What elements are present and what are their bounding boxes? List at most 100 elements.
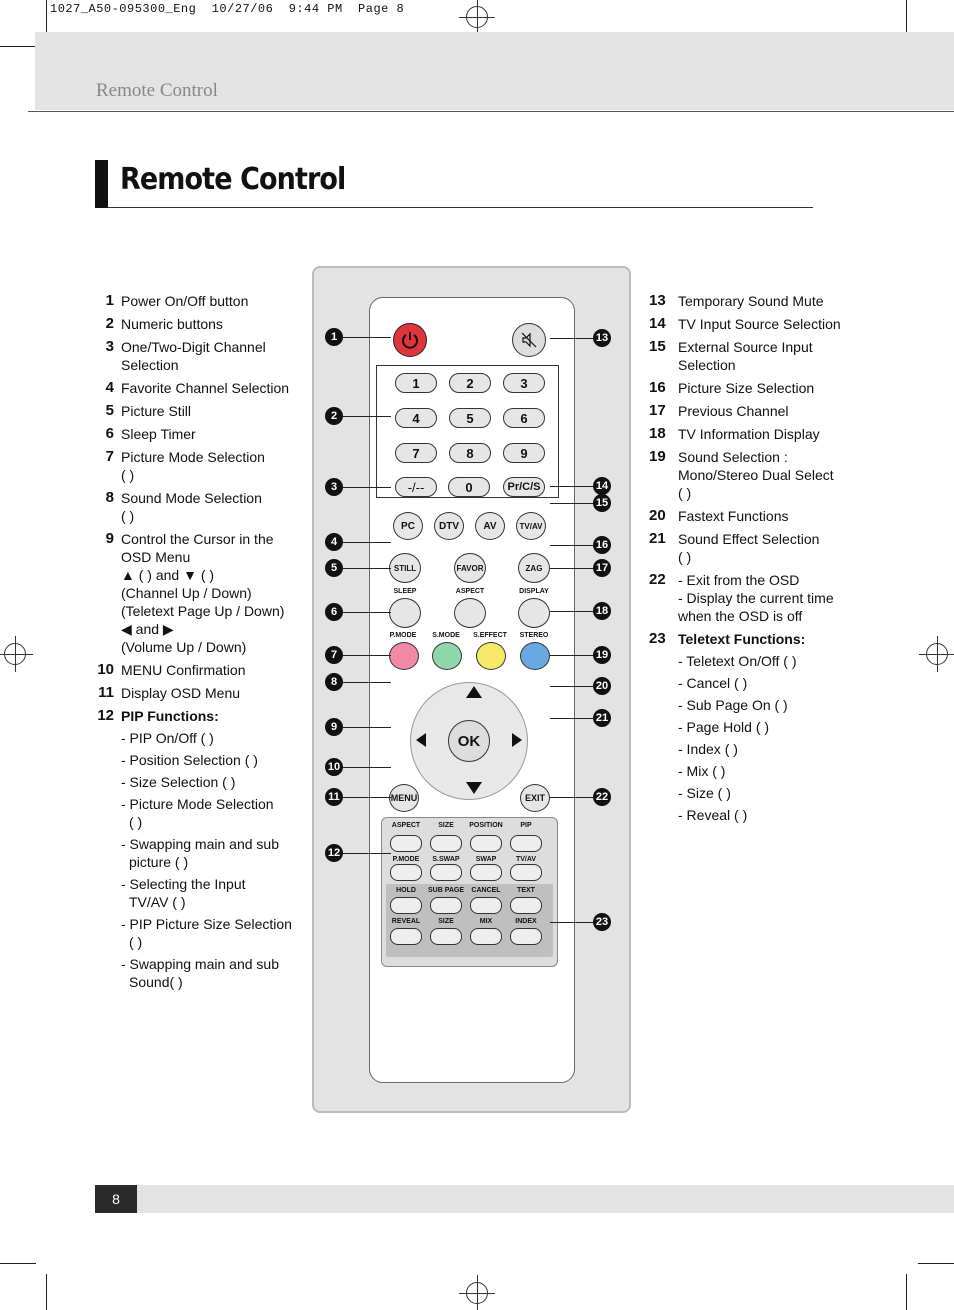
item-line: - Exit from the OSD (678, 572, 800, 588)
callout-leader (343, 487, 391, 488)
button-label: ASPECT (455, 588, 485, 595)
callout-leader (343, 337, 391, 338)
item-text: Power On/Off button (121, 292, 295, 310)
item-line: Selection (678, 357, 736, 373)
button-label: SLEEP (393, 588, 417, 595)
callout-leader (550, 503, 593, 504)
button-label: P.MODE (389, 632, 417, 639)
callout-marker: 8 (325, 673, 343, 691)
panel-button (510, 928, 542, 945)
callout-marker: 10 (325, 758, 343, 776)
panel-button-label: SIZE (438, 822, 454, 829)
dpad-up-arrow-icon (466, 686, 482, 698)
panel-button-label: PIP (520, 822, 532, 829)
pip-sub-line: TV/AV ( ) (129, 894, 186, 910)
registration-mark-icon (919, 636, 954, 672)
still-button: STILL (389, 553, 421, 583)
title-accent-bar (95, 160, 108, 208)
teletext-sub-item: - Page Hold ( ) (678, 719, 770, 735)
pip-sub-item: - Position Selection ( ) (121, 751, 295, 769)
crop-mark (906, 1274, 907, 1310)
pip-sub-item: - PIP On/Off ( ) (121, 729, 295, 747)
item-line: ( ) (121, 508, 135, 524)
item-line: Sound Mode Selection (121, 490, 262, 506)
callout-marker: 4 (325, 533, 343, 551)
callout-leader (550, 611, 593, 612)
callout-marker: 17 (593, 559, 611, 577)
item-line: ( ) (678, 549, 692, 565)
mode-button (389, 642, 419, 670)
panel-button-label: ASPECT (391, 822, 421, 829)
panel-button-label: HOLD (396, 887, 416, 894)
item-line: Mono/Stereo Dual Select (678, 467, 834, 483)
sleep-row-button (389, 598, 421, 628)
item-number: 20 (649, 507, 666, 524)
panel-button (510, 897, 542, 914)
item-line: ( ) (121, 467, 135, 483)
callout-leader (550, 797, 593, 798)
callout-leader (343, 416, 391, 417)
registration-mark-icon (459, 0, 495, 35)
item-line: when the OSD is off (678, 608, 803, 624)
panel-button (510, 835, 542, 852)
item-line: PIP Functions: (121, 708, 219, 724)
running-head: Remote Control (96, 80, 218, 101)
callout-marker: 1 (325, 328, 343, 346)
panel-button-label: P.MODE (392, 856, 420, 863)
pip-sub-line: - Selecting the Input (121, 876, 246, 892)
callout-leader (343, 542, 391, 543)
registration-mark-icon (459, 1275, 495, 1310)
digit-button-1: 1 (395, 373, 437, 393)
item-number: 14 (649, 315, 666, 332)
exit-button: EXIT (520, 784, 550, 812)
menu-button: MENU (389, 784, 419, 812)
numeric-keypad-outline (376, 365, 559, 498)
digit-button-5: 5 (449, 408, 491, 428)
panel-button (470, 897, 502, 914)
item-number: 23 (649, 630, 666, 647)
item-line: MENU Confirmation (121, 662, 246, 678)
item-number: 21 (649, 530, 666, 547)
item-line: Picture Size Selection (678, 380, 815, 396)
source-button: AV (475, 512, 505, 540)
item-number: 22 (649, 571, 666, 588)
panel-button (470, 835, 502, 852)
dpad-right-arrow-icon (512, 733, 522, 747)
item-line: Sleep Timer (121, 426, 196, 442)
digit-button-8: 8 (449, 443, 491, 463)
button-label: STEREO (519, 632, 549, 639)
item-text: Previous Channel (678, 402, 849, 420)
callout-leader (550, 922, 593, 923)
crop-mark (46, 1274, 47, 1310)
favor-button: FAVOR (454, 553, 486, 583)
item-line: Favorite Channel Selection (121, 380, 290, 396)
pip-sub-item: - Picture Mode Selection( ) (121, 795, 295, 831)
header-divider (28, 111, 954, 112)
item-text: Picture Still (121, 402, 295, 420)
title-underline (108, 207, 813, 208)
callout-marker: 11 (325, 788, 343, 806)
item-line: Picture Still (121, 403, 192, 419)
mode-button (432, 642, 462, 670)
source-button: DTV (434, 512, 464, 540)
button-label: DISPLAY (519, 588, 549, 595)
pip-sub-item: - PIP Picture Size Selection( ) (121, 915, 295, 951)
pip-sub-item: - Size Selection ( ) (121, 773, 295, 791)
teletext-sub-item: - Mix ( ) (678, 763, 726, 779)
crop-mark (46, 0, 47, 36)
footer-band (95, 1185, 954, 1213)
digit-button-0: 0 (448, 477, 490, 497)
callout-marker: 7 (325, 646, 343, 664)
teletext-sub-item: - Index ( ) (678, 741, 738, 757)
